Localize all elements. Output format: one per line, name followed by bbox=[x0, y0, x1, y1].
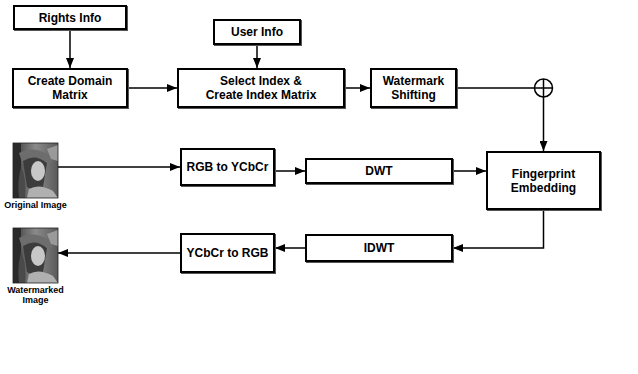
box-label: Create Domain Matrix bbox=[18, 74, 122, 102]
image-area bbox=[13, 143, 58, 198]
arrow-connector bbox=[256, 45, 258, 68]
box-label: RGB to YCbCr bbox=[187, 160, 269, 174]
box-label: Fingerprint Embedding bbox=[492, 167, 595, 195]
arrow-connector bbox=[128, 87, 177, 89]
arrow-connector bbox=[345, 87, 370, 89]
image-area bbox=[13, 228, 58, 283]
arrow-connector bbox=[275, 247, 305, 249]
arrow-connector bbox=[58, 252, 180, 254]
image-caption: Original Image bbox=[4, 200, 67, 210]
box-label: DWT bbox=[365, 164, 392, 178]
arrow-connector bbox=[275, 170, 305, 172]
process-box: User Info bbox=[213, 19, 301, 45]
image-caption: Watermarked Image bbox=[2, 285, 69, 305]
original-image bbox=[13, 143, 58, 198]
arrow-connector bbox=[69, 30, 71, 68]
process-box: Create Domain Matrix bbox=[12, 68, 128, 108]
process-box: DWT bbox=[305, 158, 453, 184]
process-box: Fingerprint Embedding bbox=[486, 151, 601, 210]
process-box: Select Index & Create Index Matrix bbox=[177, 68, 345, 108]
arrow-connector bbox=[453, 210, 544, 248]
box-label: Watermark Shifting bbox=[376, 74, 451, 102]
box-label: IDWT bbox=[364, 241, 395, 255]
box-label: Select Index & Create Index Matrix bbox=[200, 74, 322, 102]
process-box: Rights Info bbox=[13, 5, 127, 30]
arrow-connector bbox=[58, 166, 180, 168]
watermarked-image bbox=[13, 228, 58, 283]
box-label: YCbCr to RGB bbox=[187, 246, 269, 260]
arrow-connector bbox=[457, 88, 544, 151]
process-box: IDWT bbox=[305, 234, 453, 262]
image-node: Original Image bbox=[2, 143, 69, 210]
process-box: RGB to YCbCr bbox=[180, 148, 275, 186]
image-node: Watermarked Image bbox=[2, 228, 69, 305]
xor-symbol bbox=[535, 79, 553, 97]
arrow-connector bbox=[453, 170, 486, 172]
process-box: YCbCr to RGB bbox=[180, 233, 275, 273]
process-box: Watermark Shifting bbox=[370, 68, 457, 108]
box-label: Rights Info bbox=[39, 11, 102, 25]
box-label: User Info bbox=[231, 25, 283, 39]
